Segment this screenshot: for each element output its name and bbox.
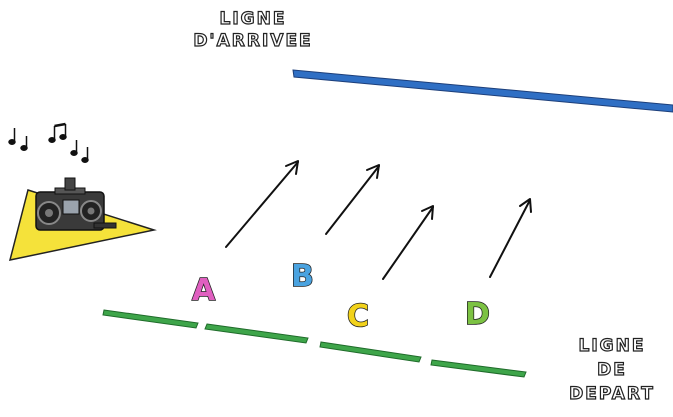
arrow-icon: [383, 206, 433, 279]
start-line-label: LIGNE DE DEPART: [560, 334, 664, 406]
runner-b: B: [291, 259, 314, 294]
runner-a: A: [192, 273, 216, 308]
arrow-icon: [226, 161, 298, 247]
arrow-icon: [326, 165, 379, 234]
start-label-line-1: LIGNE: [560, 334, 664, 358]
start-label-line-3: DEPART: [560, 382, 664, 406]
music-notes-icon: [9, 124, 88, 162]
arrow-icon: [490, 199, 531, 277]
boombox-icon: [36, 178, 116, 230]
runner-c: C: [347, 299, 369, 334]
start-label-line-2: DE: [560, 358, 664, 382]
runner-d: D: [465, 297, 490, 332]
start-line: [103, 310, 526, 377]
finish-line: [293, 70, 673, 112]
